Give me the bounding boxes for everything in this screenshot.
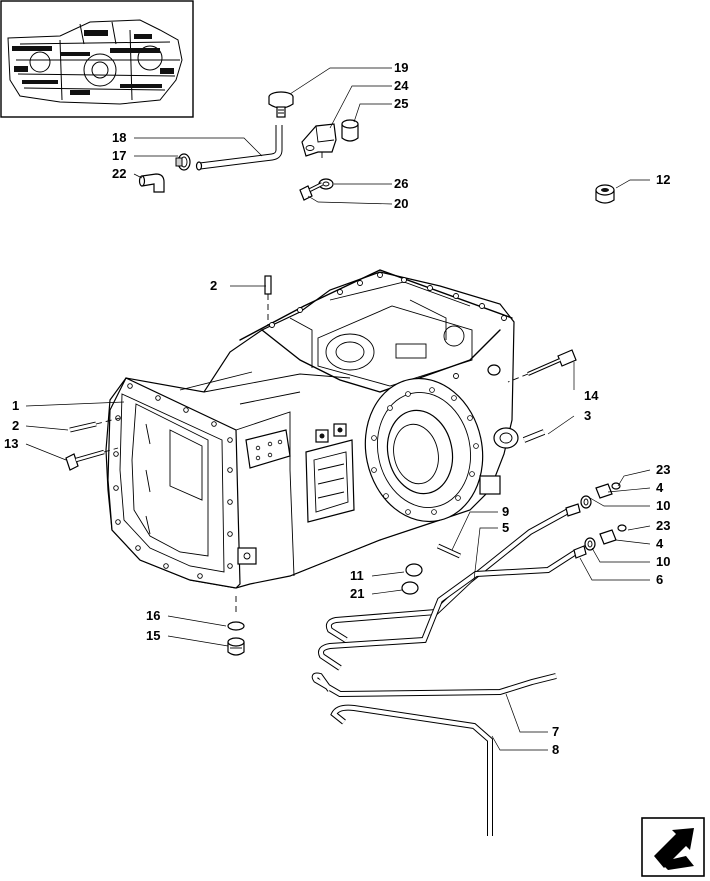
label-23-upper: 23: [656, 462, 670, 477]
fitting-lower-part: [584, 524, 627, 551]
label-5: 5: [502, 520, 509, 535]
label-15: 15: [146, 628, 160, 643]
label-10-upper: 10: [656, 498, 670, 513]
label-26: 26: [394, 176, 408, 191]
elbow-fitting-part: [138, 173, 165, 193]
label-24: 24: [394, 78, 409, 93]
tube-6-part: [318, 545, 587, 671]
label-4-lower: 4: [656, 536, 664, 551]
label-2-top: 2: [210, 278, 217, 293]
flange-bolt-part: [65, 447, 119, 471]
label-12: 12: [656, 172, 670, 187]
plug-part-21: [401, 581, 419, 595]
label-8: 8: [552, 742, 559, 757]
label-25: 25: [394, 96, 408, 111]
nut-part: [595, 184, 615, 204]
drain-plug-part: [227, 637, 245, 656]
label-4-upper: 4: [656, 480, 664, 495]
dowel-pin-top-part: [264, 275, 272, 326]
label-16: 16: [146, 608, 160, 623]
label-7: 7: [552, 724, 559, 739]
label-10-lower: 10: [656, 554, 670, 569]
transmission-housing-part: [105, 269, 519, 589]
next-page-arrow-icon[interactable]: [641, 817, 705, 877]
leader-lines: [25, 67, 651, 751]
label-18: 18: [112, 130, 126, 145]
label-23-lower: 23: [656, 518, 670, 533]
tube-7-part: [311, 672, 557, 698]
pin-part: [436, 543, 462, 559]
label-19: 19: [394, 60, 408, 75]
support-bracket-part: [301, 123, 337, 162]
breather-pipe-part: [195, 125, 283, 171]
tractor-location-thumbnail-icon: [0, 0, 194, 118]
label-13: 13: [4, 436, 18, 451]
hose-clamp-part: [175, 153, 191, 171]
spacer-bushing-part: [341, 119, 359, 142]
plug-part-11: [405, 563, 423, 577]
part-labels: 19 24 25 18 17 22 26 20 12 2 1 2 13 14 3…: [4, 60, 670, 757]
label-2-left: 2: [12, 418, 19, 433]
tube-8-part: [330, 704, 493, 836]
label-3: 3: [584, 408, 591, 423]
label-6: 6: [656, 572, 663, 587]
label-9: 9: [502, 504, 509, 519]
drain-seal-part: [227, 596, 245, 631]
fitting-upper-part: [580, 482, 621, 509]
label-17: 17: [112, 148, 126, 163]
dowel-pin-right-part: [522, 429, 546, 443]
label-20: 20: [394, 196, 408, 211]
tube-9-part: [325, 503, 581, 643]
label-1: 1: [12, 398, 19, 413]
dowel-pin-left-part: [69, 417, 121, 433]
side-bolt-part: [507, 349, 577, 383]
label-14: 14: [584, 388, 599, 403]
label-21: 21: [350, 586, 364, 601]
breather-cap-part: [268, 91, 294, 118]
label-11: 11: [350, 568, 364, 583]
label-22: 22: [112, 166, 126, 181]
